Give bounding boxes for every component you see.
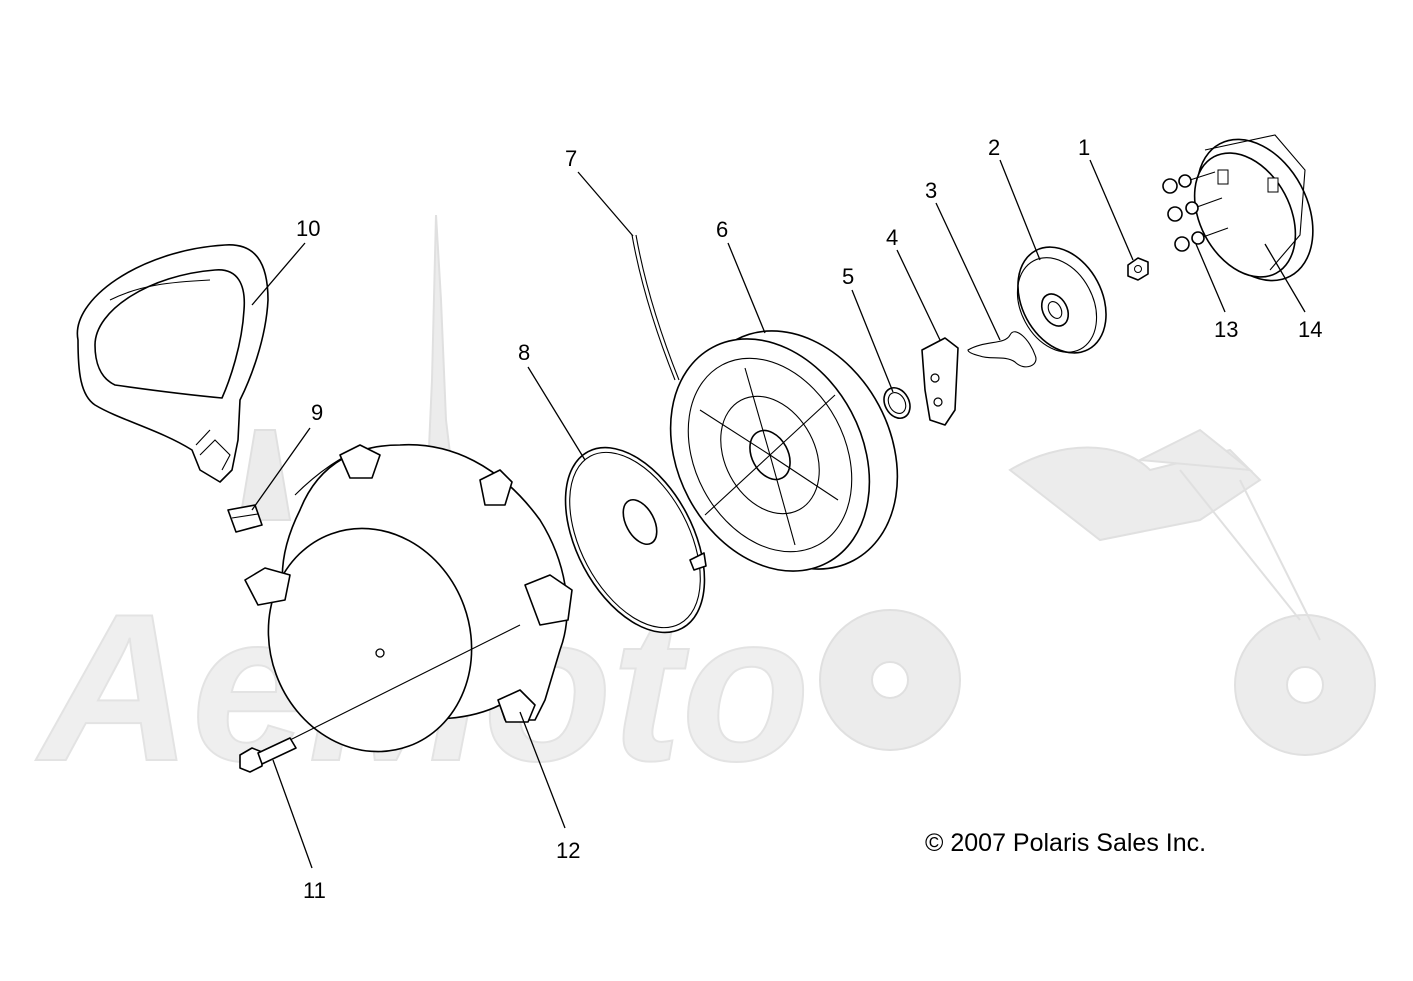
part-2-drive-plate [1016, 246, 1107, 354]
callout-numbers: 1 2 3 4 5 6 7 8 9 10 11 12 13 14 [296, 135, 1322, 903]
watermark-motorcycle [819, 428, 1376, 756]
leader-11 [272, 759, 313, 869]
callout-4: 4 [886, 225, 898, 250]
callout-7: 7 [565, 146, 577, 171]
callout-13: 13 [1214, 317, 1238, 342]
callout-5: 5 [842, 264, 854, 289]
leader-3 [935, 202, 1001, 341]
part-3-friction-spring [967, 331, 1037, 368]
leader-10 [251, 242, 306, 306]
part-7-starter-rope [631, 234, 680, 381]
callout-9: 9 [311, 400, 323, 425]
part-13-screws [1162, 171, 1229, 252]
part-10-starter-handle [76, 244, 269, 483]
part-11-bolt [239, 737, 297, 773]
part-6-rope-pulley [669, 330, 899, 572]
leader-1 [1089, 159, 1134, 261]
callout-6: 6 [716, 217, 728, 242]
leader-4 [896, 249, 941, 341]
callout-2: 2 [988, 135, 1000, 160]
callout-8: 8 [518, 340, 530, 365]
callout-12: 12 [556, 838, 580, 863]
part-4-pawl [921, 337, 959, 426]
leader-14 [1264, 243, 1306, 313]
leader-13 [1195, 243, 1226, 313]
leader-7 [577, 171, 634, 237]
callout-14: 14 [1298, 317, 1322, 342]
part-12-recoil-housing [244, 443, 573, 753]
callout-11: 11 [303, 878, 326, 903]
watermark-tower-base [238, 429, 292, 521]
part-8-recoil-spring [564, 446, 707, 634]
part-5-pawl-spring [883, 386, 911, 420]
leader-9 [251, 427, 311, 511]
leader-5 [851, 289, 894, 393]
leader-12 [519, 711, 566, 829]
leader-8 [527, 366, 586, 461]
leader-2 [999, 159, 1041, 261]
leader-6 [727, 242, 766, 334]
copyright-notice: © 2007 Polaris Sales Inc. [925, 829, 1206, 857]
callout-3: 3 [925, 178, 937, 203]
part-1-nut [1127, 257, 1149, 281]
callout-1: 1 [1078, 135, 1090, 160]
leader-lines [251, 159, 1306, 869]
callout-10: 10 [296, 216, 320, 241]
part-9-rope-insert [227, 504, 263, 533]
